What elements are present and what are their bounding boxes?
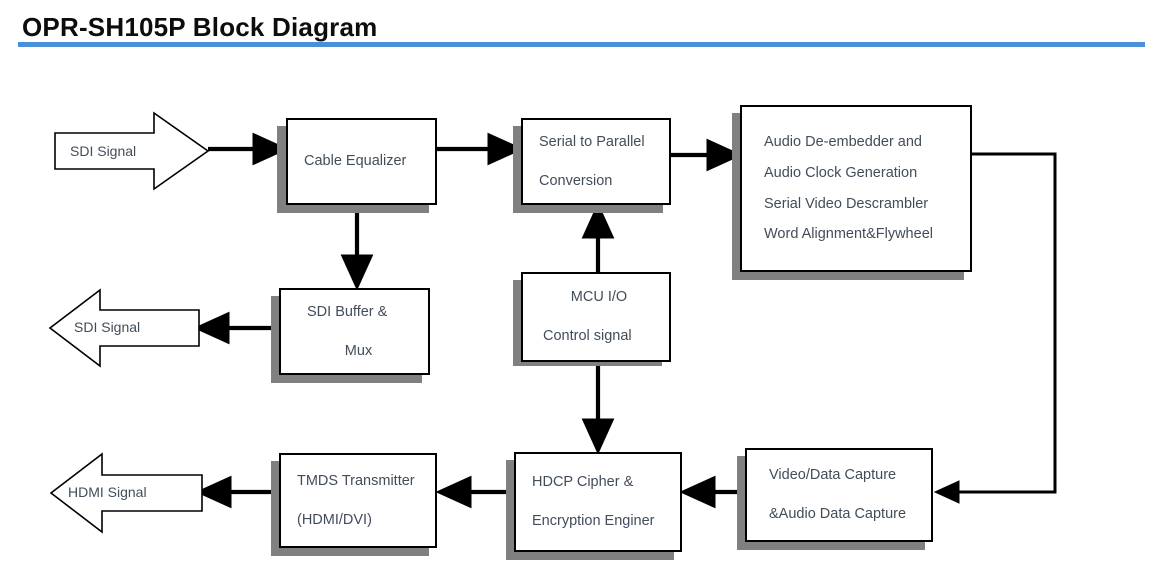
block-line: Video/Data Capture — [769, 467, 897, 484]
page-title: OPR-SH105P Block Diagram — [22, 12, 378, 42]
callout-label-sdi-in: SDI Signal — [70, 143, 137, 159]
block-line: Word Alignment&Flywheel — [764, 226, 933, 243]
callout-label-hdmi-out: HDMI Signal — [68, 484, 147, 500]
title-underline-rule — [18, 42, 1145, 47]
callout-hdmi-signal-out: HDMI Signal — [48, 452, 203, 534]
block-line: SDI Buffer & — [307, 303, 388, 320]
block-line: Audio Clock Generation — [764, 164, 918, 181]
callout-sdi-signal-out: SDI Signal — [48, 288, 200, 368]
block-video-data-capture[interactable]: Video/Data Capture &Audio Data Capture — [745, 448, 933, 542]
block-line: Serial to Parallel — [539, 133, 645, 150]
block-mcu-io[interactable]: MCU I/O Control signal — [521, 272, 671, 362]
block-line: Cable Equalizer — [304, 153, 407, 170]
block-line: HDCP Cipher & — [532, 474, 634, 491]
block-line: MCU I/O — [570, 289, 628, 306]
block-hdcp-cipher[interactable]: HDCP Cipher & Encryption Enginer — [514, 452, 682, 552]
block-tmds-transmitter[interactable]: TMDS Transmitter (HDMI/DVI) — [279, 453, 437, 548]
block-line: Encryption Enginer — [532, 513, 655, 529]
block-serial-to-parallel[interactable]: Serial to Parallel Conversion — [521, 118, 671, 205]
block-line: Conversion — [539, 172, 613, 189]
callout-label-sdi-out: SDI Signal — [74, 319, 141, 335]
block-audio-deembedder[interactable]: Audio De-embedder and Audio Clock Genera… — [740, 105, 972, 272]
block-sdi-buffer-mux[interactable]: SDI Buffer & Mux — [279, 288, 430, 375]
block-line: &Audio Data Capture — [769, 506, 907, 522]
block-line: TMDS Transmitter — [297, 472, 415, 489]
block-line: (HDMI/DVI) — [297, 511, 372, 528]
block-line: Control signal — [543, 328, 632, 344]
callout-sdi-signal-in: SDI Signal — [54, 111, 210, 191]
block-line: Serial Video Descrambler — [764, 195, 929, 212]
block-cable-equalizer[interactable]: Cable Equalizer — [286, 118, 437, 205]
block-line: Audio De-embedder and — [764, 134, 922, 151]
block-line: Mux — [344, 342, 373, 359]
